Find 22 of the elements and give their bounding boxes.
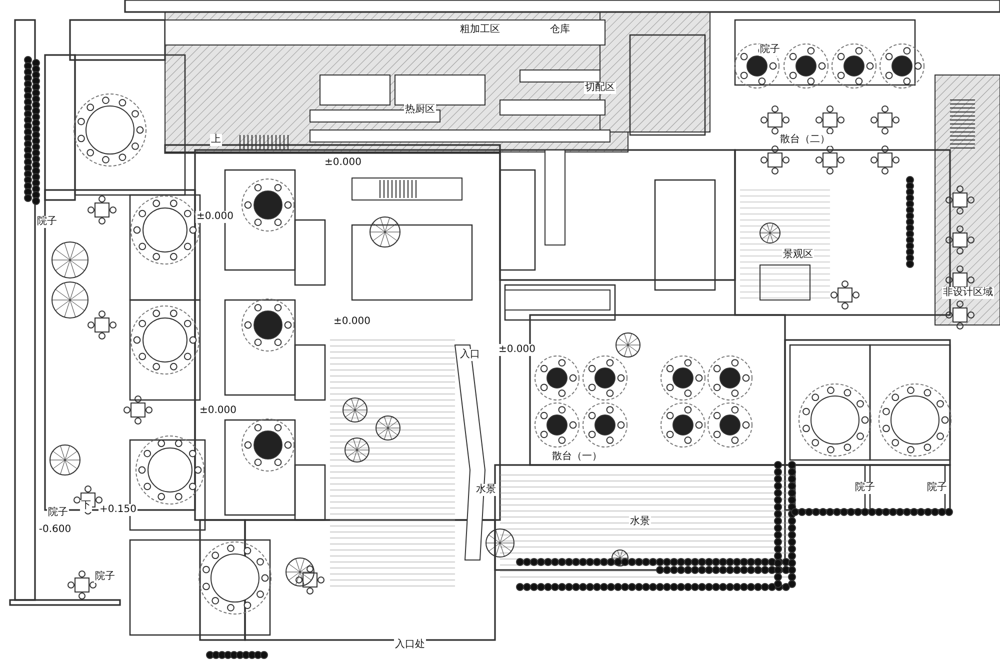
room-label: 下 [80, 500, 92, 512]
room-label: 院子 [854, 482, 876, 494]
room-label: 景观区 [782, 249, 814, 261]
room-label: 院子 [47, 507, 69, 519]
room-label: 院子 [36, 216, 58, 228]
room-label: 院子 [94, 571, 116, 583]
room-label: +0.150 [98, 504, 138, 516]
room-label: 水景 [475, 484, 497, 496]
room-label: 非设计区域 [942, 287, 994, 299]
room-label: 热厨区 [404, 104, 436, 116]
room-label: 院子 [759, 44, 781, 56]
room-label: 水景 [629, 516, 651, 528]
room-label: 入口 [459, 349, 481, 361]
room-label: 仓库 [549, 24, 571, 36]
room-label: 粗加工区 [459, 24, 501, 36]
room-label: 入口处 [394, 639, 426, 651]
room-label: 院子 [926, 482, 948, 494]
room-label: 上 [210, 134, 222, 146]
room-label: ±0.000 [498, 344, 536, 356]
room-label: 切配区 [584, 82, 616, 94]
room-label: ±0.000 [196, 211, 234, 223]
room-label: 散台（二） [779, 134, 831, 146]
